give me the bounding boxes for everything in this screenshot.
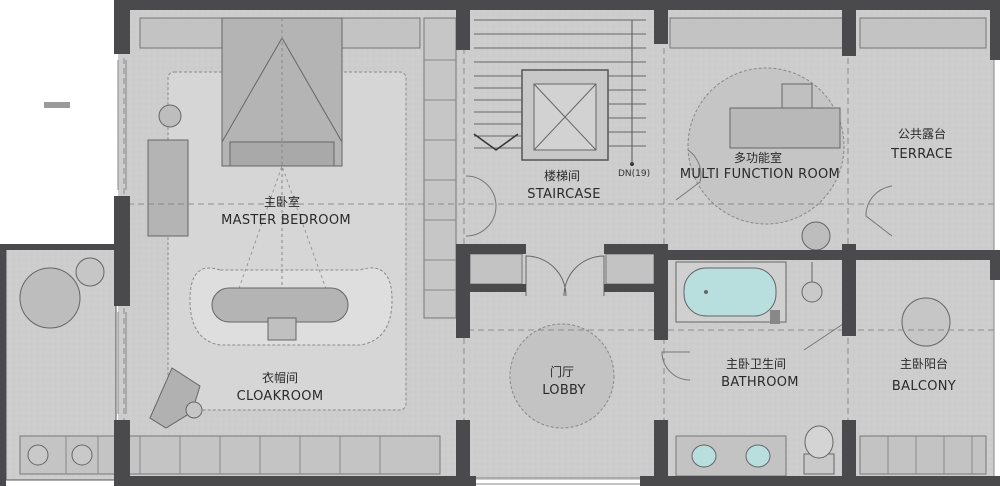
mf-top-cabinet [669, 17, 851, 49]
bed-axis-fan [234, 164, 331, 301]
wall-col-1-top [456, 0, 470, 50]
sink-1 [691, 444, 717, 468]
mf-desk [729, 107, 841, 149]
basin-left-1 [27, 444, 49, 466]
wall-col-1-mid [456, 244, 470, 338]
stair-arrow [473, 133, 519, 151]
wall-col-2-top [654, 0, 668, 44]
label-balcony-en: BALCONY [892, 379, 956, 394]
master-bedroom-furniture [19, 17, 457, 475]
staircase-door-swing [465, 175, 497, 237]
wall-left-terrace-side [0, 244, 6, 486]
label-terrace-en: TERRACE [890, 147, 953, 162]
wall-col-2-mid [654, 244, 668, 340]
label-multi-function-en: MULTI FUNCTION ROOM [680, 167, 840, 182]
wall-h-mid-left [470, 244, 526, 254]
cloak-bench [211, 287, 349, 323]
closet-column [423, 17, 457, 319]
label-bathroom-en: BATHROOM [721, 375, 799, 390]
round-lounge [19, 267, 81, 329]
bathtub-drain [704, 290, 708, 294]
multi-function-furniture [669, 17, 987, 251]
wall-col-3-bot [842, 420, 856, 486]
wall-col-1-bot [456, 420, 470, 486]
balcony-cabinet-divisions [887, 436, 973, 474]
wall-h-mid-right [604, 244, 660, 254]
wall-col-3-mid [842, 244, 856, 336]
label-master-bedroom-zh: 主卧室 [264, 194, 300, 209]
stair-note: DN(19) [618, 169, 650, 179]
sink-2 [745, 444, 771, 468]
wall-bottom-2 [640, 476, 1000, 486]
balcony-table [901, 297, 951, 347]
label-master-bedroom-en: MASTER BEDROOM [221, 213, 351, 228]
wall-right [990, 0, 1000, 60]
label-balcony-zh: 主卧阳台 [900, 356, 948, 371]
label-staircase-en: STAIRCASE [527, 187, 600, 202]
mf-door-swing [675, 149, 702, 201]
bathtub-water [683, 267, 777, 317]
wall-col-3-top [842, 0, 856, 56]
wall-left-main-bot [114, 420, 130, 486]
desk [147, 139, 189, 237]
toilet-bowl [804, 425, 834, 459]
terrace-door-swing [865, 185, 893, 237]
label-lobby-zh: 门厅 [550, 364, 574, 379]
wall-h-mid-stub-r [604, 284, 660, 292]
balcony-furniture [859, 297, 987, 475]
label-bathroom-zh: 主卧卫生间 [726, 357, 786, 371]
bottom-cabinet-divisions [65, 436, 381, 474]
closet-divisions [424, 59, 456, 291]
bath-door-swing [661, 351, 691, 381]
chair [158, 104, 182, 128]
bathroom-fixtures [661, 261, 847, 477]
left-terrace-furniture [19, 257, 105, 329]
wall-left-main-mid [114, 196, 130, 306]
staircase-closet-right [605, 253, 655, 285]
label-cloakroom-zh: 衣帽间 [262, 370, 298, 385]
shower-door [803, 321, 847, 351]
staircase-closet-left [469, 253, 523, 285]
label-multi-function-zh: 多功能室 [734, 150, 782, 165]
label-lobby-en: LOBBY [542, 383, 586, 398]
wall-left-main-top [114, 0, 130, 54]
side-table [185, 401, 203, 419]
mf-chair [781, 83, 813, 109]
wall-top [116, 0, 1000, 10]
terrace-top-cabinet [859, 17, 987, 49]
wall-bottom-1 [116, 476, 476, 486]
room-labels: 主卧室 MASTER BEDROOM 衣帽间 CLOAKROOM 楼梯间 STA… [221, 126, 956, 404]
elevator-x2 [533, 116, 597, 151]
round-stool [75, 257, 105, 287]
outdoor-marker [44, 102, 70, 108]
wall-col-2-bot [654, 420, 668, 486]
balcony-cabinet [859, 435, 987, 475]
wall-bath-top [654, 250, 856, 260]
label-terrace-zh: 公共露台 [898, 126, 946, 141]
basin-left-2 [71, 444, 93, 466]
wall-left-terrace [0, 244, 114, 250]
wall-right-2 [990, 250, 1000, 280]
shower-head [801, 281, 823, 303]
double-door-right [563, 255, 605, 297]
windows [117, 60, 995, 485]
label-staircase-zh: 楼梯间 [544, 168, 580, 183]
floor-terrace [854, 8, 994, 252]
cloak-stool [267, 317, 297, 341]
wall-balcony-top [842, 250, 1000, 260]
staircase-area [465, 19, 655, 429]
stair-treads [474, 19, 646, 149]
label-cloakroom-en: CLOAKROOM [237, 389, 324, 404]
mf-side-table [801, 221, 831, 251]
wall-h-mid-stub-l [470, 284, 526, 292]
bath-faucet [770, 310, 780, 324]
lobby-rug [509, 323, 615, 429]
